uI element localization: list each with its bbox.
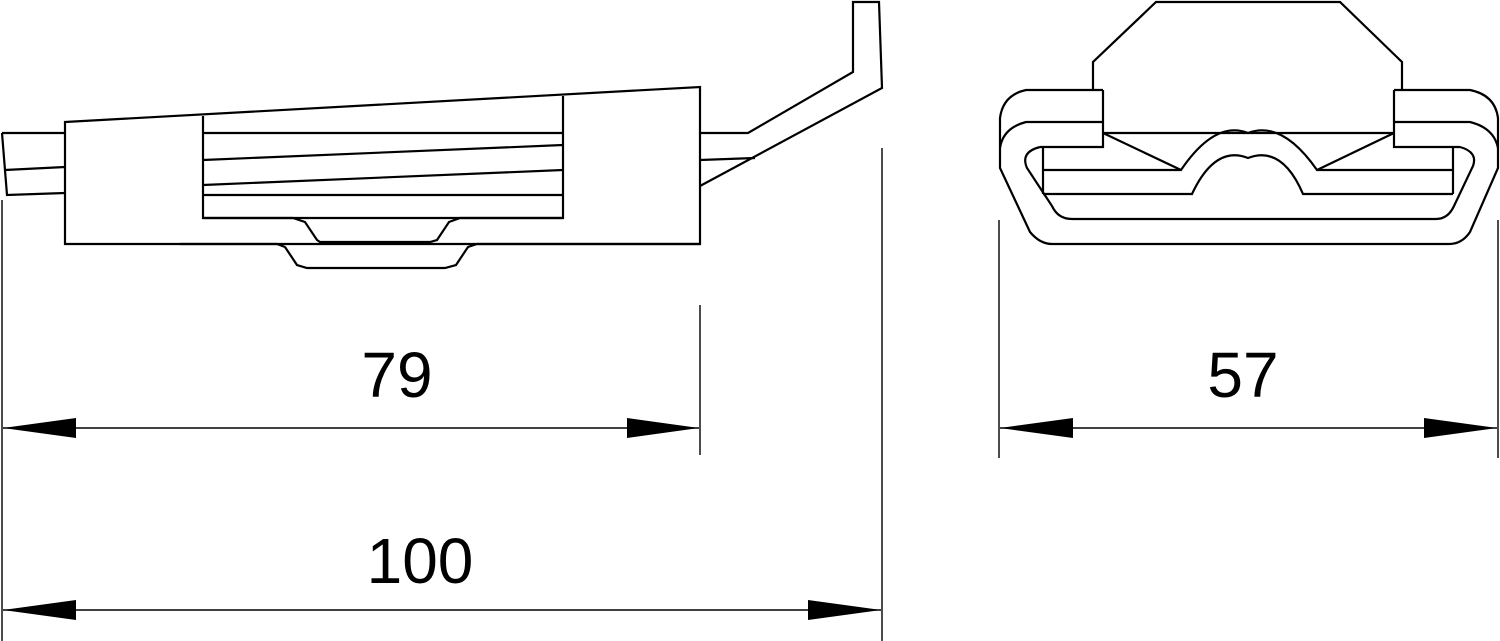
dimension-79: 79 xyxy=(1,200,701,455)
dimension-label-100: 100 xyxy=(367,525,474,597)
dimension-label-79: 79 xyxy=(361,339,432,411)
dimension-label-57: 57 xyxy=(1207,339,1278,411)
dimension-57: 57 xyxy=(998,220,1499,458)
side-view xyxy=(0,0,884,270)
dimension-100: 100 xyxy=(1,148,883,641)
front-view xyxy=(998,0,1500,246)
